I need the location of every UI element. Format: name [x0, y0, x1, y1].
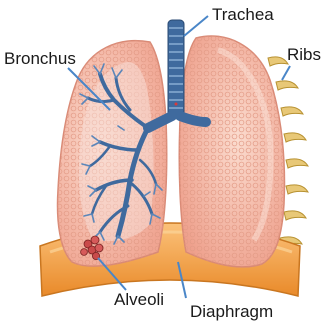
leader-trachea: [184, 16, 208, 36]
label-trachea: Trachea: [212, 6, 274, 23]
leader-ribs: [282, 66, 290, 80]
trachea: [168, 20, 184, 118]
label-diaphragm: Diaphragm: [190, 303, 273, 320]
right-lung: [179, 36, 284, 267]
label-bronchus: Bronchus: [4, 50, 76, 67]
label-ribs: Ribs: [287, 46, 321, 63]
label-alveoli: Alveoli: [114, 291, 164, 308]
